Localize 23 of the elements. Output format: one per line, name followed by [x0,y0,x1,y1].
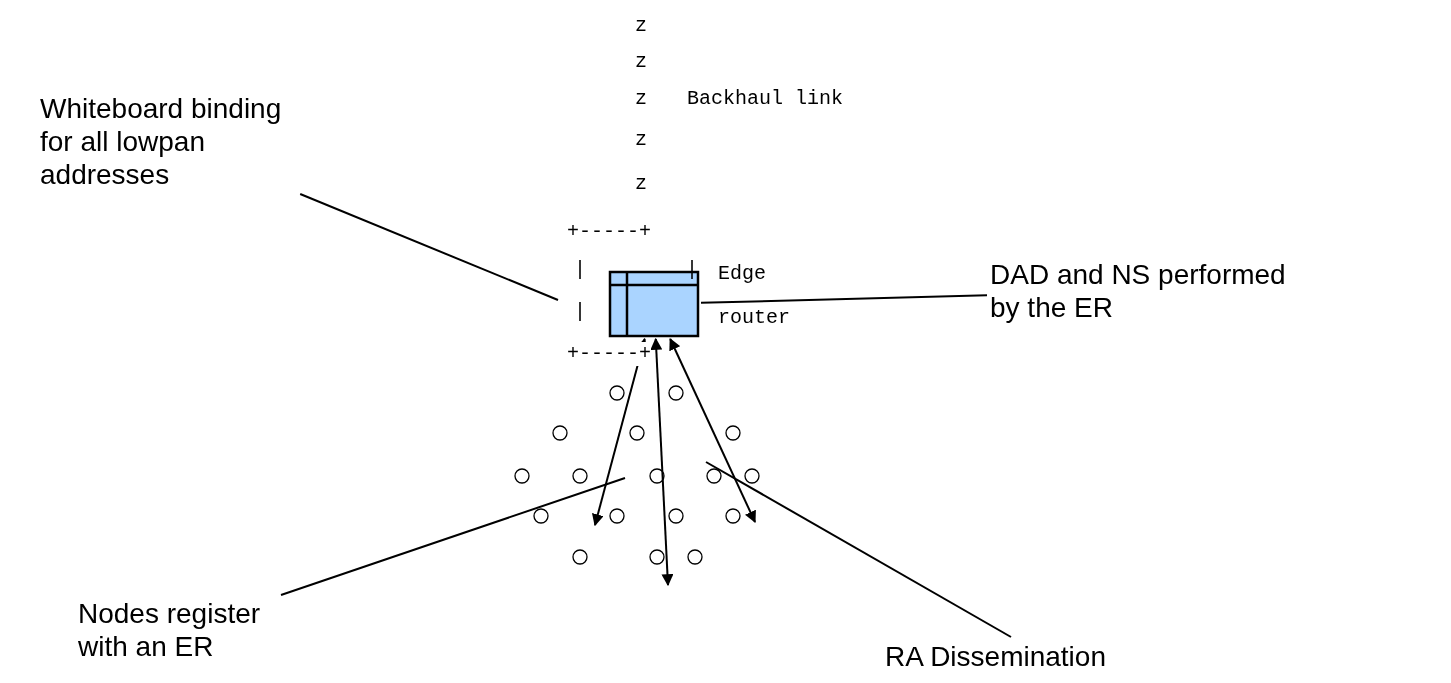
arrow [592,337,648,527]
callout-text: RA Dissemination [885,640,1205,673]
ascii-link-mark: z [635,172,647,196]
ascii-border: | [574,258,586,282]
leader-line [705,461,1012,638]
ascii-border: +-----+ [567,342,651,366]
ascii-link-mark: z [635,128,647,152]
router-label: Edge router [718,261,791,331]
router-icon [608,270,700,338]
callout-text: Whiteboard binding for all lowpan addresses [40,92,305,191]
callout-text: DAD and NS performed by the ER [990,258,1320,324]
ascii-link-mark: z [635,14,647,38]
ascii-border: +-----+ [567,220,651,244]
leader-line [280,477,626,596]
arrow [650,337,674,587]
arrow [669,337,756,524]
ascii-link-mark: z [635,50,647,74]
leader-line [700,294,988,304]
callout-text: Nodes register with an ER [78,597,278,663]
leader-line [299,193,559,301]
ascii-border: | [574,300,586,324]
link-label: Backhaul link [687,87,844,111]
ascii-link-mark: z [635,87,647,111]
